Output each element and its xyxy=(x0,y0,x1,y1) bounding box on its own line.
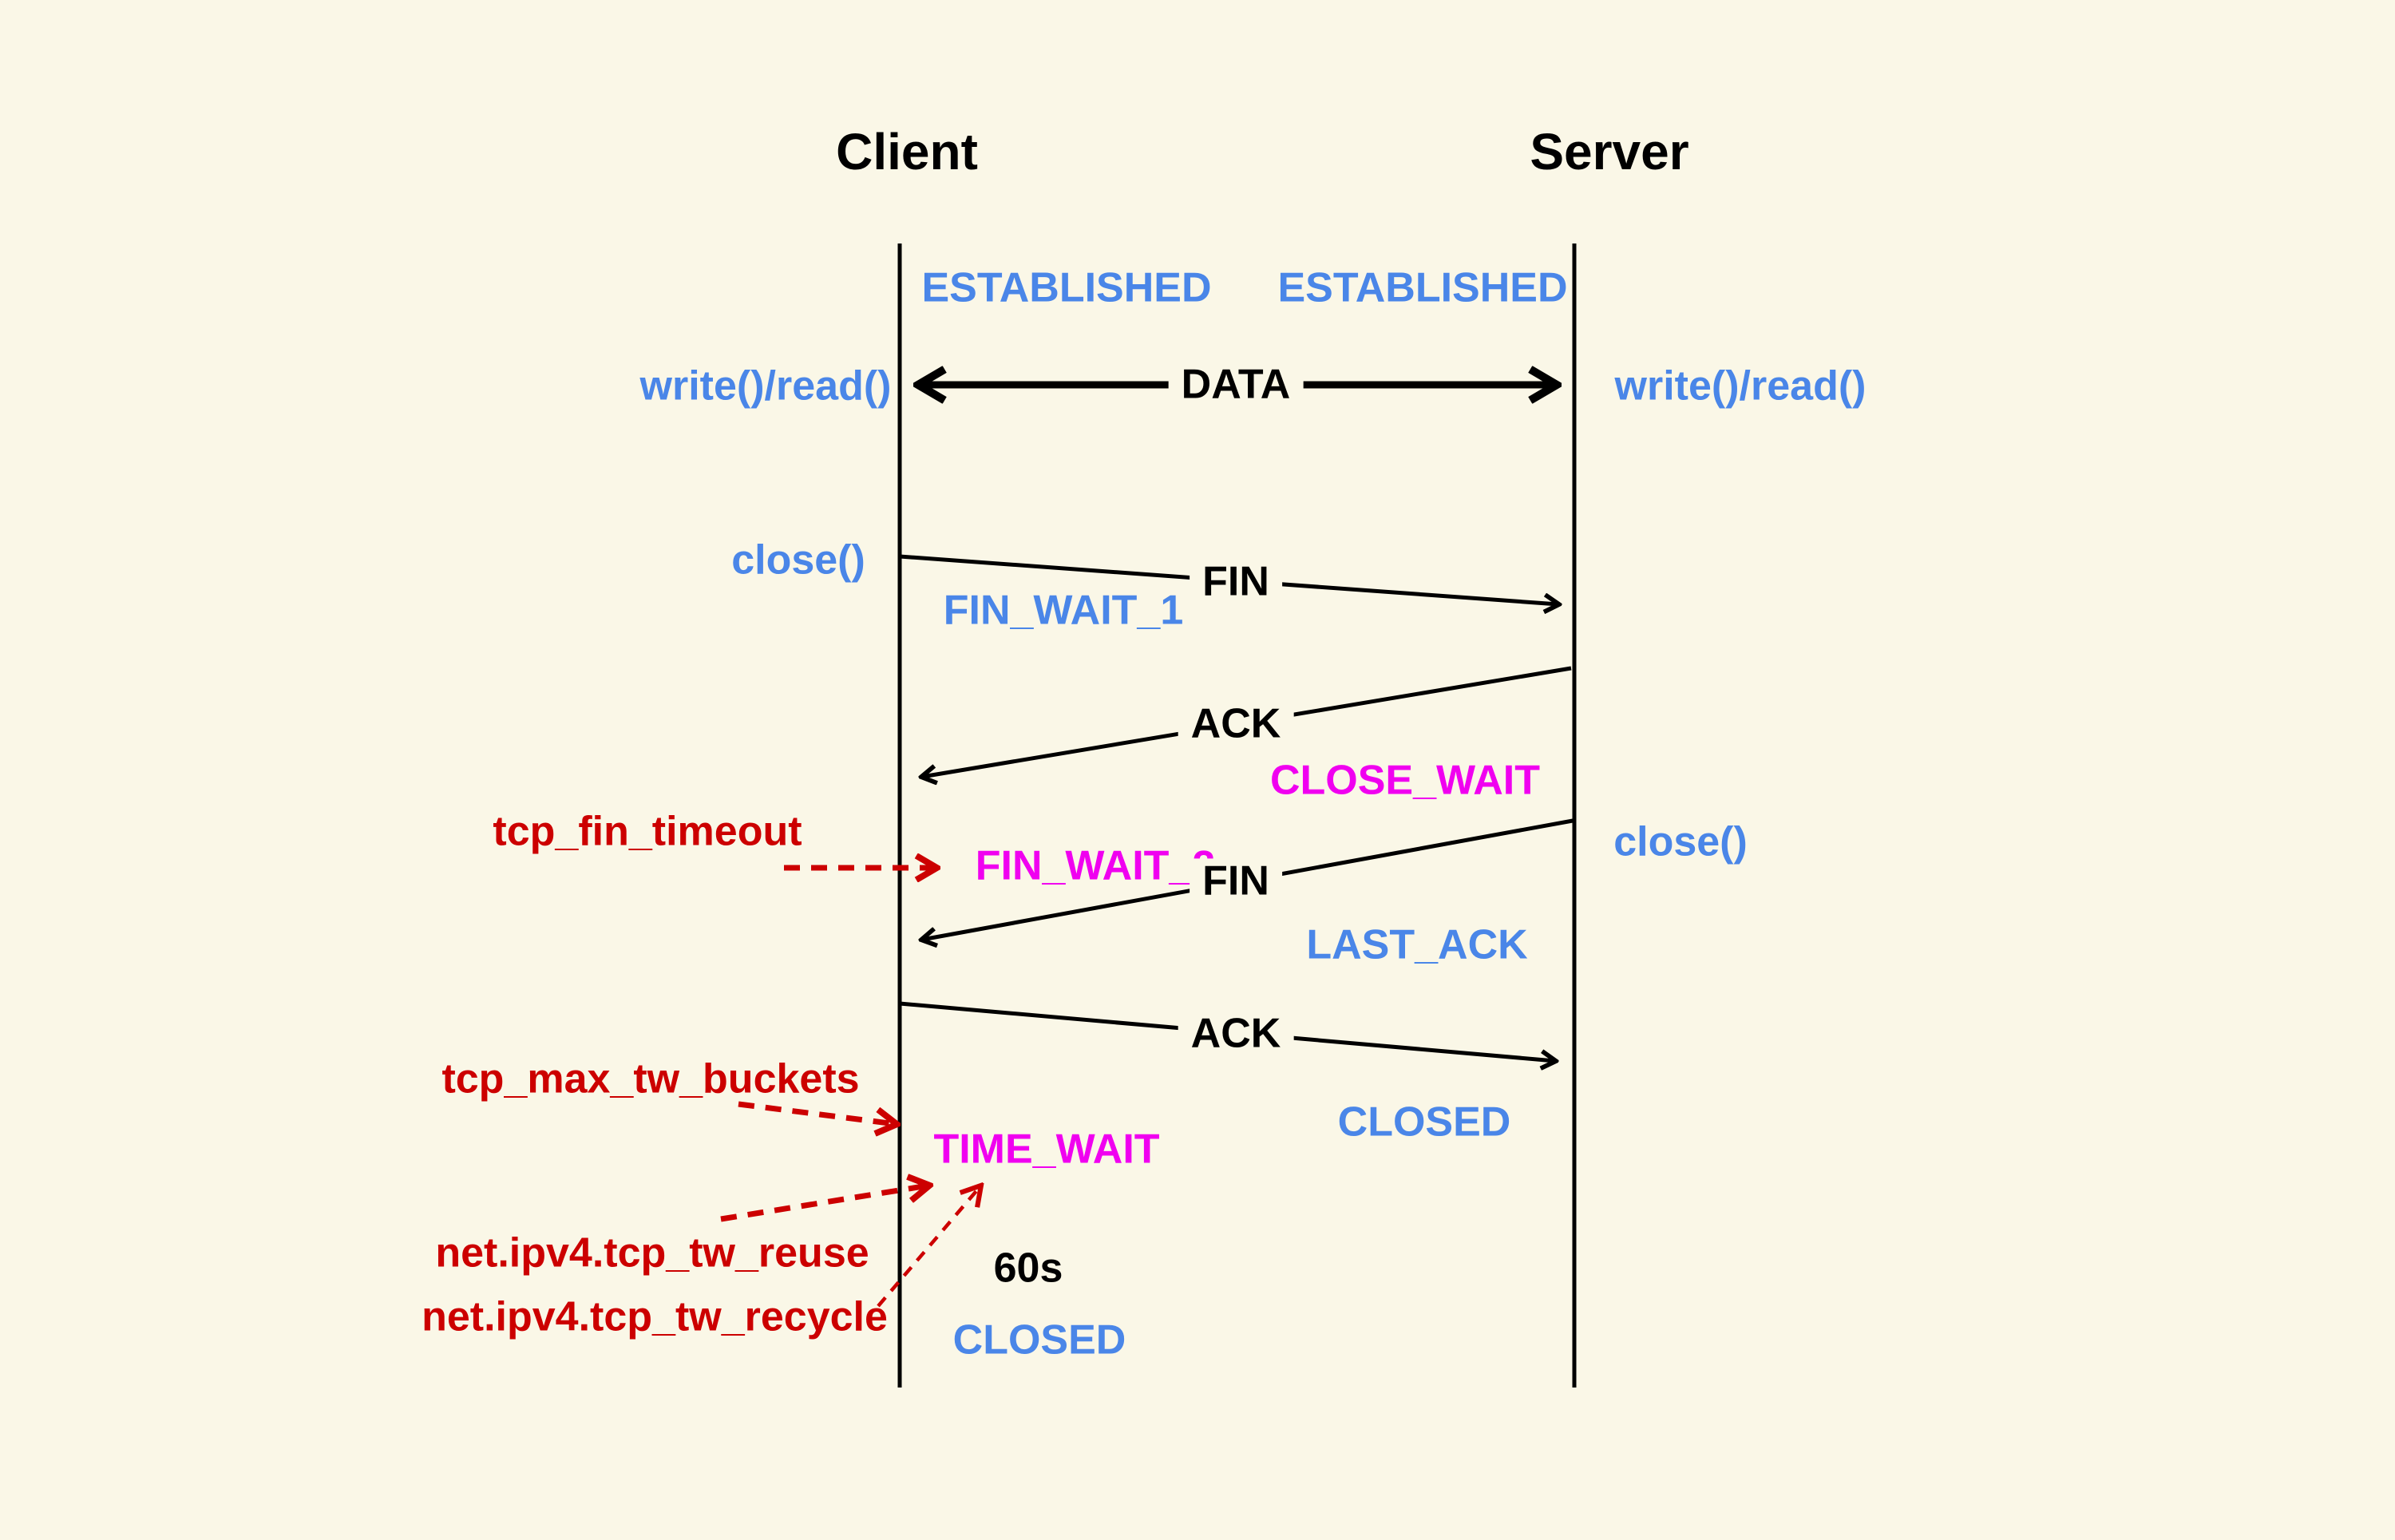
tunable-tcp-tw-reuse: net.ipv4.tcp_tw_reuse xyxy=(435,1229,869,1277)
tunable-tcp-tw-recycle: net.ipv4.tcp_tw_recycle xyxy=(422,1293,888,1340)
client-title: Client xyxy=(836,122,978,180)
state-closed-client: CLOSED xyxy=(952,1316,1126,1364)
state-closed-server: CLOSED xyxy=(1337,1099,1511,1146)
state-established-server: ESTABLISHED xyxy=(1277,264,1568,311)
tcp-tw-recycle-arrow xyxy=(877,1186,980,1308)
syscall-close-client: close() xyxy=(731,536,865,584)
message-fin2-label: FIN xyxy=(1190,858,1282,905)
message-ack1-label: ACK xyxy=(1178,701,1294,747)
message-data-label: DATA xyxy=(1168,362,1304,408)
state-time-wait: TIME_WAIT xyxy=(933,1126,1160,1173)
state-last-ack: LAST_ACK xyxy=(1306,921,1528,968)
tunable-tcp-fin-timeout: tcp_fin_timeout xyxy=(493,808,802,855)
tunable-tcp-max-tw-buckets: tcp_max_tw_buckets xyxy=(441,1055,860,1103)
server-title: Server xyxy=(1530,122,1689,180)
message-ack2-label: ACK xyxy=(1178,1011,1294,1057)
state-close-wait: CLOSE_WAIT xyxy=(1269,757,1541,804)
syscall-close-server: close() xyxy=(1613,818,1748,865)
syscall-write-read-client: write()/read() xyxy=(639,362,892,410)
tcp-max-tw-buckets-arrow xyxy=(738,1101,896,1124)
message-fin1-label: FIN xyxy=(1190,559,1282,605)
state-fin-wait-1: FIN_WAIT_1 xyxy=(943,587,1184,634)
state-fin-wait-2: FIN_WAIT_2 xyxy=(975,842,1216,889)
tcp-tw-reuse-arrow xyxy=(720,1186,928,1222)
syscall-write-read-server: write()/read() xyxy=(1614,362,1867,410)
time-wait-duration-label: 60s xyxy=(993,1245,1063,1292)
state-established-client: ESTABLISHED xyxy=(921,264,1212,311)
